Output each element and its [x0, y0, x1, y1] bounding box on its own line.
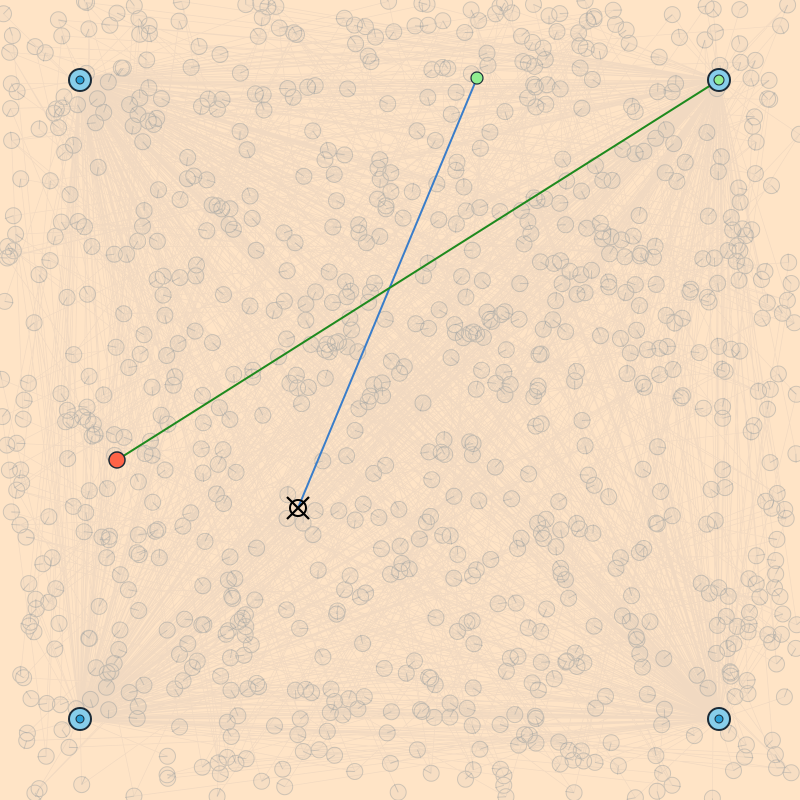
anchor-center-icon [713, 74, 725, 86]
anchor-center-icon [75, 714, 85, 724]
anchor-center-icon [75, 75, 85, 85]
anchor-node-bottom-left[interactable] [68, 707, 92, 731]
anchor-node-top-right[interactable] [707, 68, 731, 92]
anchor-center-icon [714, 714, 724, 724]
green-trajectory-line [116, 79, 720, 461]
anchor-node-bottom-right[interactable] [707, 707, 731, 731]
crossed-circle-icon[interactable] [286, 496, 310, 520]
agent-player[interactable] [108, 451, 126, 469]
goal-target[interactable] [470, 71, 484, 85]
blue-trajectory-line [297, 77, 478, 509]
anchor-node-top-left[interactable] [68, 68, 92, 92]
